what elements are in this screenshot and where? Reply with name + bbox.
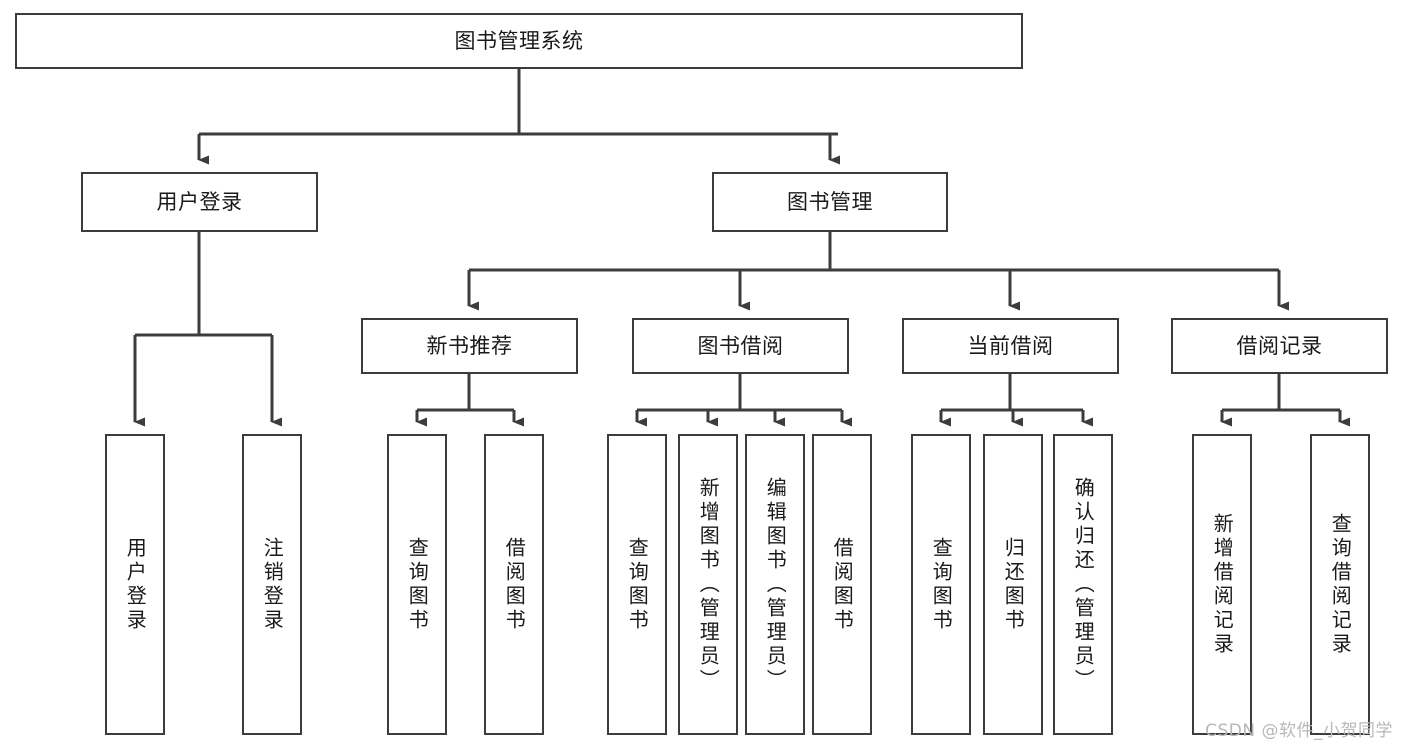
leaf-node-label: 编辑图书（管理员） <box>763 476 788 693</box>
leaf-node[interactable]: 查询图书 <box>607 434 667 735</box>
leaf-node[interactable]: 用户登录 <box>105 434 165 735</box>
watermark: CSDN @软件_小贺同学 <box>1205 721 1393 741</box>
node-root[interactable]: 图书管理系统 <box>15 13 1023 69</box>
node-book-management[interactable]: 图书管理 <box>712 172 948 232</box>
leaf-node-label: 归还图书 <box>1001 536 1026 633</box>
leaf-node-label: 新增图书（管理员） <box>696 476 721 693</box>
leaf-node-label: 查询图书 <box>929 536 954 633</box>
leaf-node[interactable]: 查询图书 <box>911 434 971 735</box>
node-root-label: 图书管理系统 <box>454 28 584 53</box>
leaf-node[interactable]: 新增借阅记录 <box>1192 434 1252 735</box>
leaf-node[interactable]: 编辑图书（管理员） <box>745 434 805 735</box>
leaf-node-label: 确认归还（管理员） <box>1071 476 1096 693</box>
leaf-node-label: 查询借阅记录 <box>1328 512 1353 657</box>
node-current-borrow-label: 当前借阅 <box>967 333 1054 358</box>
node-current-borrow[interactable]: 当前借阅 <box>902 318 1119 374</box>
leaf-node[interactable]: 新增图书（管理员） <box>678 434 738 735</box>
leaf-node[interactable]: 查询借阅记录 <box>1310 434 1370 735</box>
node-user-login-label: 用户登录 <box>156 189 243 214</box>
leaf-node-label: 借阅图书 <box>830 536 855 633</box>
leaf-node-label: 注销登录 <box>260 536 285 633</box>
node-borrow-record[interactable]: 借阅记录 <box>1171 318 1388 374</box>
leaf-node[interactable]: 借阅图书 <box>812 434 872 735</box>
leaf-node-label: 用户登录 <box>123 536 148 633</box>
node-user-login[interactable]: 用户登录 <box>81 172 318 232</box>
node-borrow-record-label: 借阅记录 <box>1236 333 1323 358</box>
node-new-book-recommend-label: 新书推荐 <box>426 333 513 358</box>
leaf-node[interactable]: 确认归还（管理员） <box>1053 434 1113 735</box>
leaf-node[interactable]: 注销登录 <box>242 434 302 735</box>
leaf-node-label: 查询图书 <box>625 536 650 633</box>
node-new-book-recommend[interactable]: 新书推荐 <box>361 318 578 374</box>
leaf-node-label: 查询图书 <box>405 536 430 633</box>
leaf-node-label: 借阅图书 <box>502 536 527 633</box>
leaf-node[interactable]: 查询图书 <box>387 434 447 735</box>
node-book-management-label: 图书管理 <box>787 189 873 214</box>
node-book-borrow[interactable]: 图书借阅 <box>632 318 849 374</box>
leaf-node-label: 新增借阅记录 <box>1210 512 1235 657</box>
node-book-borrow-label: 图书借阅 <box>697 333 784 358</box>
leaf-node[interactable]: 归还图书 <box>983 434 1043 735</box>
leaf-node[interactable]: 借阅图书 <box>484 434 544 735</box>
